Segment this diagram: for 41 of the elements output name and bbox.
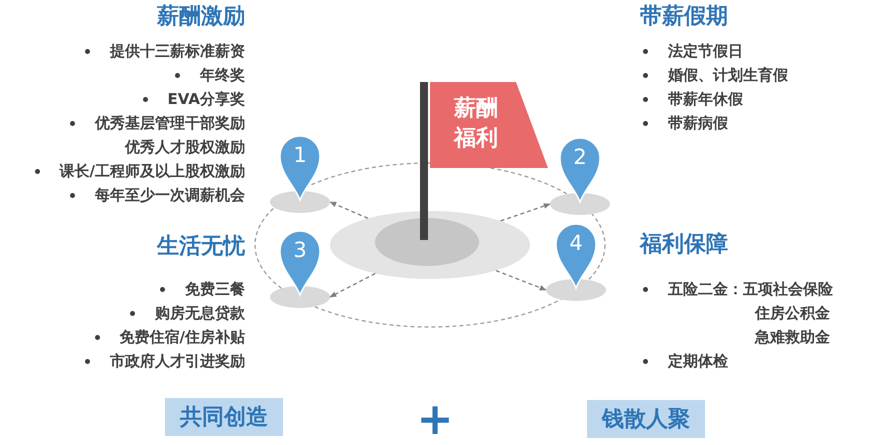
location-pin — [270, 229, 330, 309]
flag-text: 薪酬福利 — [452, 95, 499, 153]
list-item-text: 提供十三薪标准薪资 — [110, 41, 245, 62]
list-item-text: 婚假、计划生育假 — [668, 65, 788, 86]
list-item-text: 年终奖 — [200, 65, 245, 86]
list-item-text: 急难救助金 — [755, 327, 830, 348]
list-item-text: 带薪病假 — [668, 113, 728, 134]
list-item-text: 五险二金：五项社会保险 — [668, 279, 833, 300]
list-item-text: 购房无息贷款 — [155, 303, 245, 324]
highlight-box: 共同创造 — [165, 398, 283, 436]
highlight-box: 钱散人聚 — [587, 400, 705, 438]
flag — [430, 82, 548, 168]
platform-disc — [330, 211, 530, 279]
plus-sign: + — [416, 398, 454, 442]
list-item-text: 免费住宿/住房补贴 — [120, 327, 245, 348]
list-item-text: 每年至少一次调薪机会 — [95, 185, 245, 206]
list-item-text: 课长/工程师及以上股权激励 — [60, 161, 245, 182]
pin-number: 1 — [292, 142, 308, 168]
section-heading: 福利保障 — [640, 232, 728, 258]
section-heading: 薪酬激励 — [157, 4, 245, 30]
pin-number: 4 — [568, 230, 584, 256]
dashed-arrow — [329, 272, 376, 298]
list-item-text: EVA分享奖 — [168, 89, 245, 110]
list-item-text: 优秀人才股权激励 — [125, 137, 245, 158]
location-pin — [546, 222, 606, 302]
dashed-arrow — [496, 270, 547, 291]
list-item-text: 带薪年休假 — [668, 89, 743, 110]
list-item-text: 住房公积金 — [755, 303, 830, 324]
dashed-arrow — [329, 201, 368, 219]
list-item-text: 法定节假日 — [668, 41, 743, 62]
section-heading: 带薪假期 — [640, 4, 728, 30]
dashed-arrow — [500, 203, 551, 222]
list-item-text: 定期体检 — [668, 351, 728, 372]
list-item-text: 免费三餐 — [185, 279, 245, 300]
location-pin — [270, 134, 330, 214]
pin-number: 2 — [572, 144, 588, 170]
location-pin — [550, 136, 610, 216]
pin-number: 3 — [292, 237, 308, 263]
section-heading: 生活无忧 — [157, 234, 245, 260]
list-item-text: 市政府人才引进奖励 — [110, 351, 245, 372]
list-item-text: 优秀基层管理干部奖励 — [95, 113, 245, 134]
